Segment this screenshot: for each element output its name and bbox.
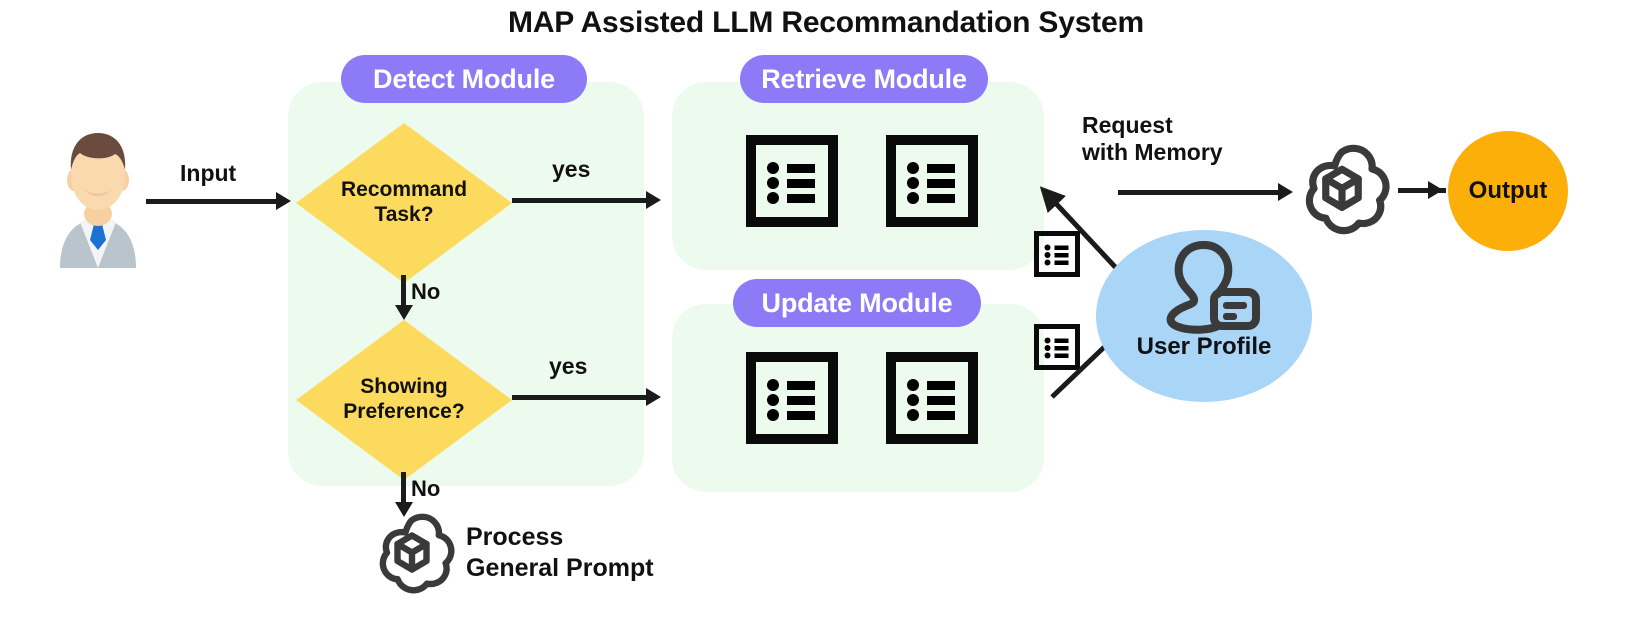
retrieve-module-panel [672,82,1044,270]
no-label-recommend: No [411,279,441,304]
decision-recommend-task[interactable]: Recommand Task? [296,123,512,283]
openai-logo-icon [1286,134,1398,246]
yes-arrow-head-preference [646,388,661,406]
input-arrow-line [146,199,278,204]
request-line-1: Request [1082,112,1173,138]
decision-label: Showing Preference? [296,320,512,480]
list-icon [1034,324,1080,370]
detect-module-badge[interactable]: Detect Module [341,55,587,103]
retrieve-memory-arrow [1039,186,1120,272]
fallback-line-1: Process [466,523,564,551]
list-icon [886,135,978,227]
no-arrow-line-preference [401,472,406,506]
decision-line-1: Recommand [340,178,468,202]
list-icon [746,135,838,227]
output-node[interactable]: Output [1448,131,1568,251]
update-module-badge[interactable]: Update Module [733,279,981,327]
list-icon [886,352,978,444]
process-general-prompt-label: Process General Prompt [466,522,726,583]
input-label: Input [180,160,237,186]
decision-line-1: Showing [360,375,448,399]
yes-arrow-line-recommend [512,198,648,203]
decision-line-2: Preference? [343,400,465,423]
no-arrow-head-preference [395,502,413,517]
output-label: Output [1468,177,1548,204]
list-icon [746,352,838,444]
yes-arrow-line-preference [512,395,648,400]
retrieve-module-badge[interactable]: Retrieve Module [740,55,988,103]
request-arrow-line [1118,190,1282,195]
openai-logo-icon [362,504,462,604]
output-arrow-line [1398,188,1446,193]
request-line-2: with Memory [1082,139,1223,166]
user-profile-node[interactable] [1096,230,1312,402]
yes-arrow-head-recommend [646,191,661,209]
no-arrow-line-recommend [401,275,406,309]
fallback-line-2: General Prompt [466,553,654,582]
input-arrow-head [276,192,291,210]
no-arrow-head-recommend [395,305,413,320]
update-module-panel [672,304,1044,492]
yes-label-preference: yes [549,353,588,379]
output-arrow-head [1428,181,1443,199]
list-icon [1034,231,1080,277]
yes-label-recommend: yes [552,156,591,182]
decision-line-2: Task? [374,203,434,226]
user-avatar-icon [36,118,160,268]
request-arrow-head [1278,183,1293,201]
user-id-card-icon [1152,238,1260,343]
user-profile-label: User Profile [1136,333,1272,360]
no-label-preference: No [411,476,441,501]
decision-showing-preference[interactable]: Showing Preference? [296,320,512,480]
request-with-memory-label: Request with Memory [1082,112,1312,166]
decision-label: Recommand Task? [296,123,512,283]
page-title: MAP Assisted LLM Recommandation System [508,6,1144,39]
